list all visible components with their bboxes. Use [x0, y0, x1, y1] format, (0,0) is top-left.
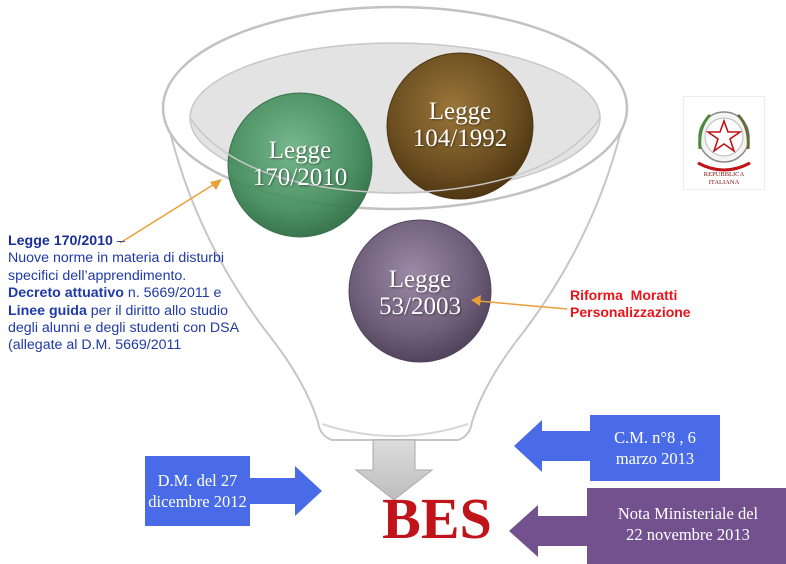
side-note-text2: n. 5669/2011 e: [123, 285, 222, 302]
box-cm-line2: marzo 2013: [615, 449, 695, 468]
arrow-dm: [250, 466, 322, 516]
box-dm-line2: dicembre 2012: [148, 492, 247, 511]
side-note-text3: per il diritto allo studio degli alunni …: [8, 302, 239, 354]
arrow-cm: [514, 420, 590, 472]
funnel-neck-shadow: [321, 423, 469, 437]
circle-label-line1: Legge: [268, 137, 332, 164]
side-note-dash: –: [112, 233, 125, 249]
side-note-text1: Nuove norme in materia di disturbi speci…: [8, 250, 225, 284]
box-cm-line1: C.M. n°8 , 6: [614, 428, 696, 447]
arrow-nota: [509, 505, 587, 557]
bes-title: BES: [382, 486, 492, 551]
side-note-title: Legge 170/2010: [8, 233, 113, 249]
box-cm-text: C.M. n°8 , 6 marzo 2013: [590, 427, 720, 469]
circle-label-line2: 170/2010: [252, 164, 348, 191]
legge-170-description: Legge 170/2010 – Nuove norme in materia …: [8, 233, 243, 355]
pointer-head-170: [210, 179, 222, 190]
box-dm-text: D.M. del 27 dicembre 2012: [145, 470, 250, 512]
box-nota-text: Nota Ministeriale del 22 novembre 2013: [590, 503, 786, 545]
riforma-line2: Personalizzazione: [570, 304, 691, 320]
pointer-line-53: [477, 300, 568, 310]
circle-legge-53-2003: [348, 219, 492, 363]
emblem-graphic: [697, 111, 751, 172]
label-legge-104-1992: Legge 104/1992: [400, 98, 520, 152]
circle-label-line1: Legge: [388, 266, 452, 293]
circle-label-line2: 104/1992: [412, 125, 508, 152]
down-arrow: [354, 439, 434, 501]
riforma-moratti-label: Riforma Moratti Personalizzazione: [570, 287, 691, 321]
box-dm: [145, 456, 250, 526]
box-cm: [590, 415, 720, 481]
riforma-line1: Riforma Moratti: [570, 287, 678, 303]
side-note-bold1: Decreto attuativo: [8, 285, 124, 302]
circle-label-line1: Legge: [428, 98, 492, 125]
box-nota-line2: 22 novembre 2013: [626, 525, 750, 544]
box-nota: [587, 488, 786, 564]
emblem-ribbon-text: REPUBBLICA ITALIANA: [703, 171, 745, 186]
box-dm-line1: D.M. del 27: [157, 471, 238, 490]
side-note-bold2: Linee guida: [8, 302, 87, 319]
label-legge-53-2003: Legge 53/2003: [360, 266, 480, 320]
pointer-line-170: [119, 182, 217, 244]
pointer-head-53: [471, 295, 481, 306]
label-legge-170-2010: Legge 170/2010: [240, 137, 360, 191]
funnel-rim-front: [189, 117, 601, 194]
italian-republic-emblem-icon: REPUBBLICA ITALIANA: [683, 96, 765, 190]
circle-label-line2: 53/2003: [379, 293, 461, 320]
box-nota-line1: Nota Ministeriale del: [617, 504, 759, 523]
circle-legge-104-1992: [386, 52, 534, 200]
circle-legge-170-2010: [227, 92, 373, 238]
